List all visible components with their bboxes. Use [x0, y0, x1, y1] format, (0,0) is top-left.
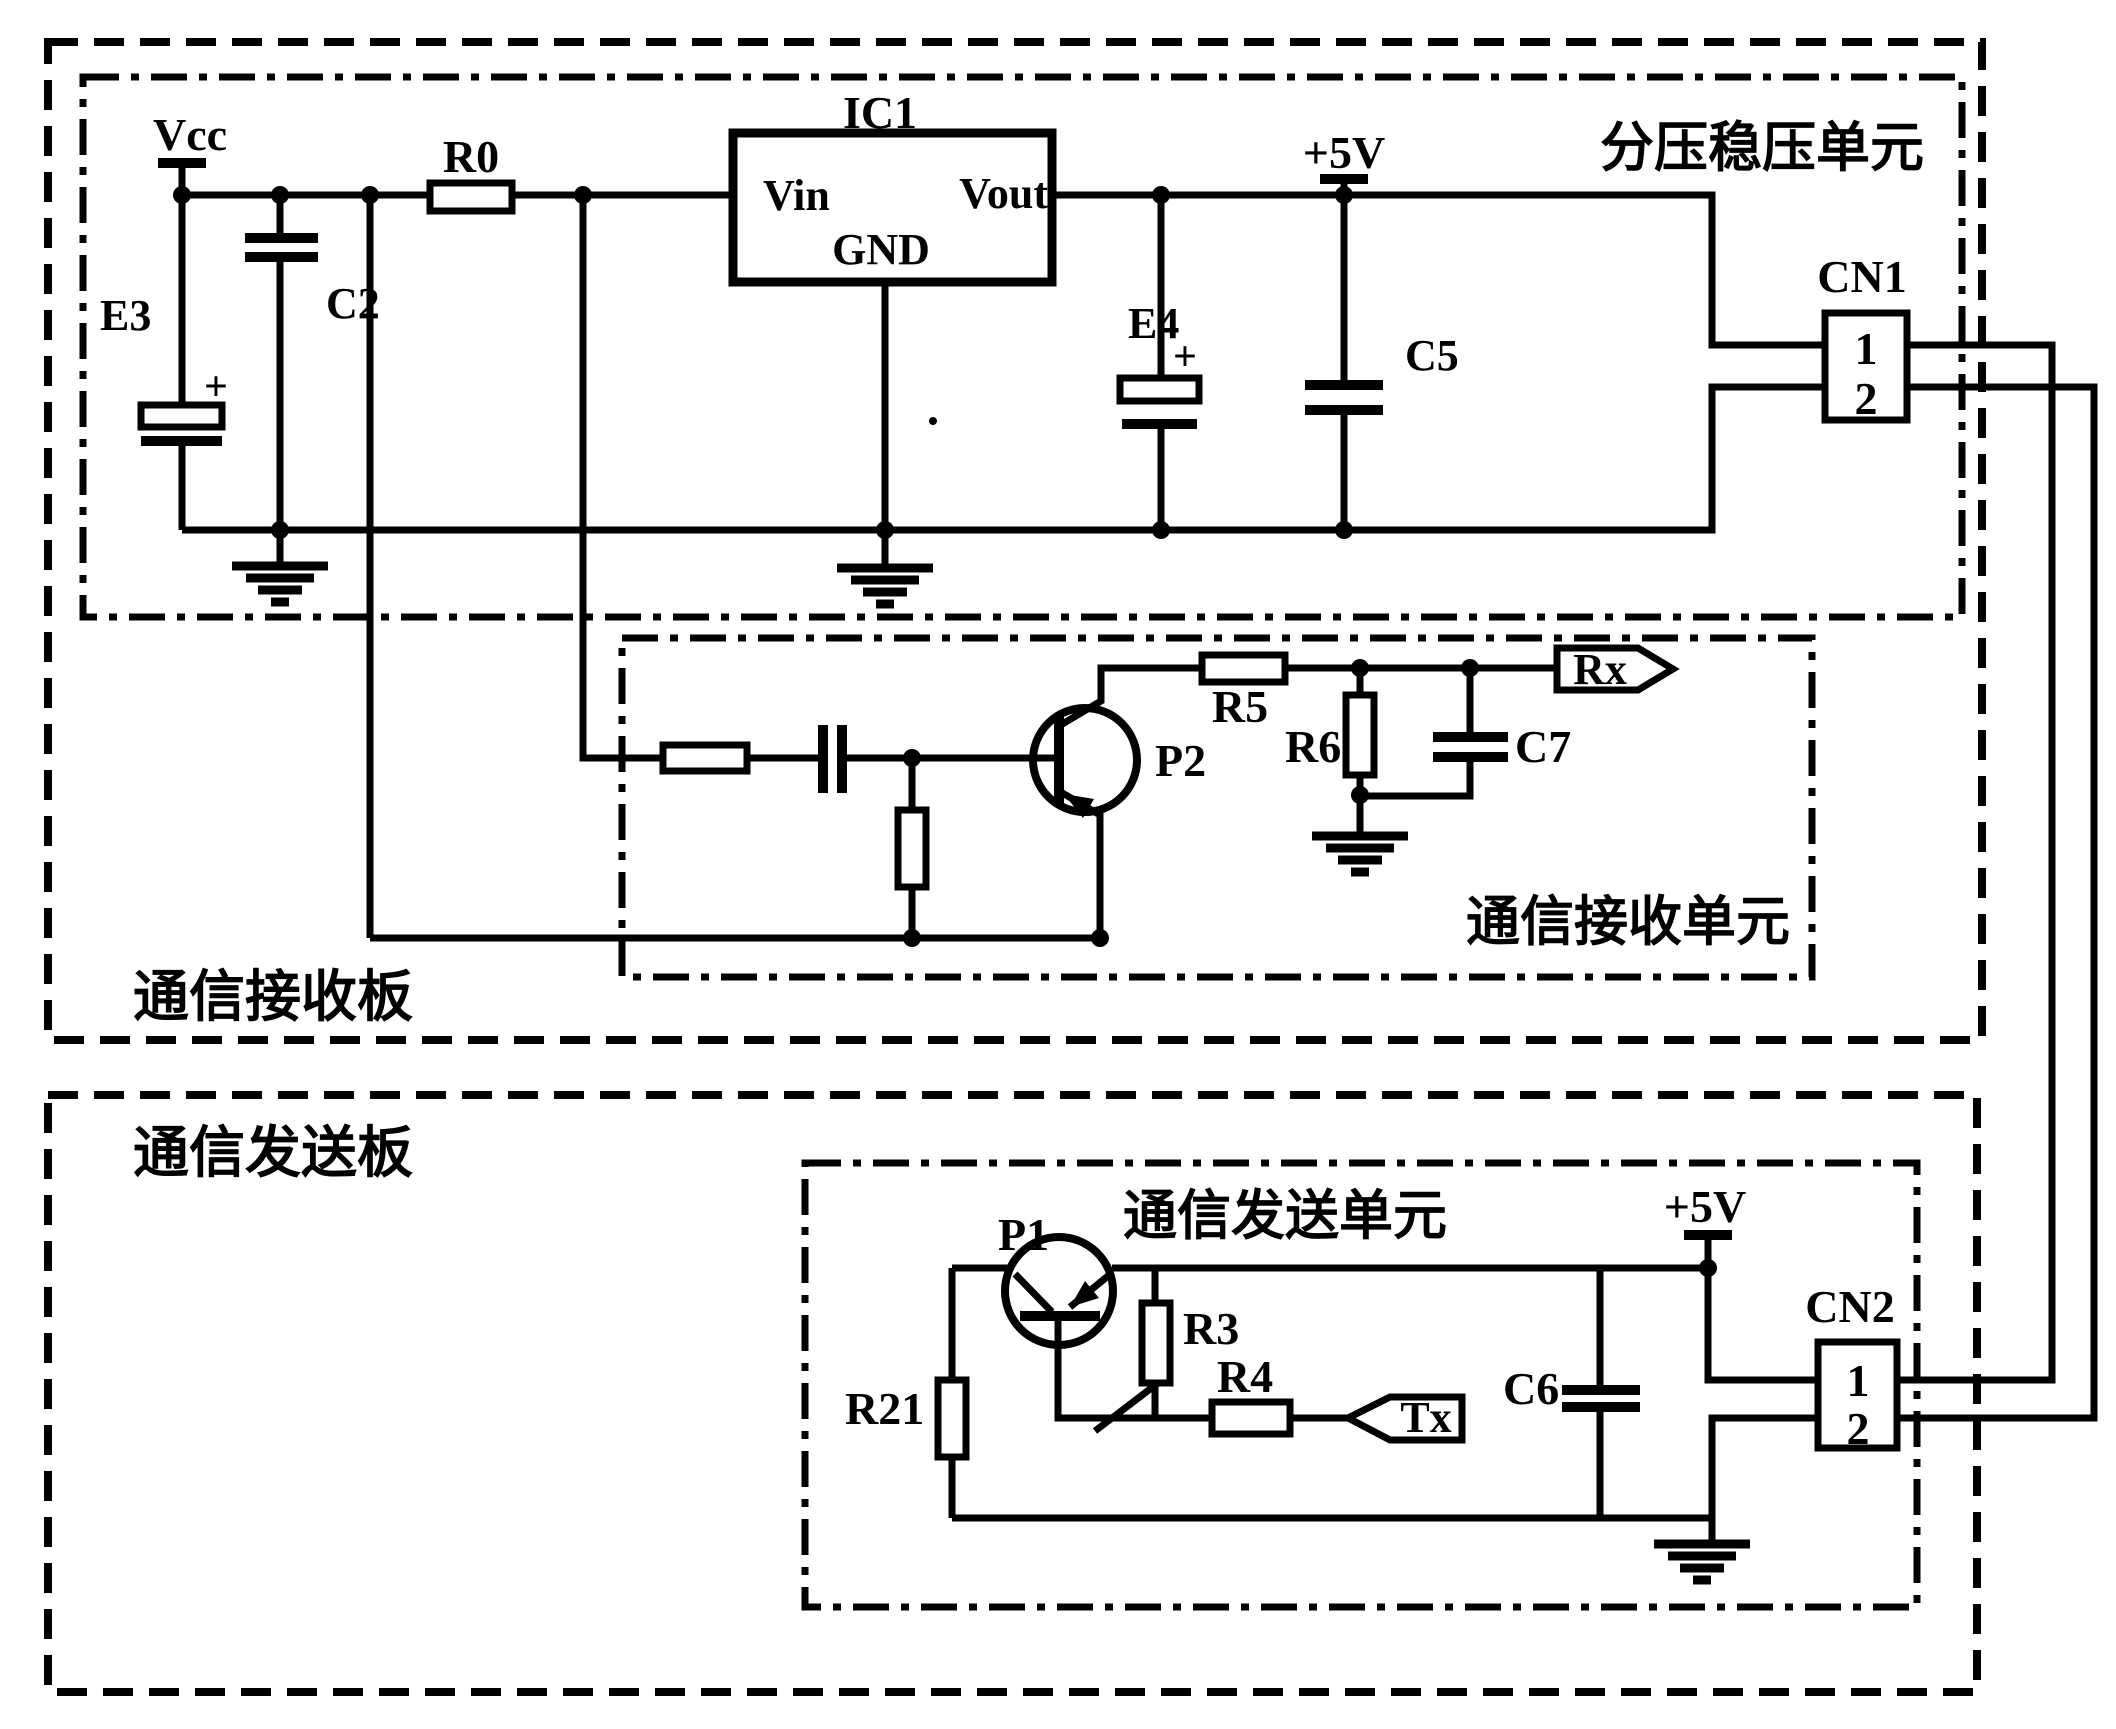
- regulator-unit-title: 分压稳压单元: [1600, 118, 1924, 178]
- wire-p1-collector-diagonal: [1012, 1271, 1055, 1315]
- r0-label: R0: [443, 131, 499, 182]
- plus5v-bottom-label: +5V: [1664, 1181, 1746, 1232]
- ic1-vin-label: Vin: [763, 171, 830, 220]
- wire-cn1-cn2-link-1: [1897, 341, 2056, 1384]
- wire-p2-collector-row: [1057, 664, 1557, 730]
- wire-c7-stems: [1360, 668, 1474, 800]
- junction-dot: [903, 749, 921, 767]
- resistor-r21: [934, 1376, 970, 1461]
- resistor-r5: [1198, 651, 1289, 686]
- transmitter-board-border: [44, 1091, 1981, 1696]
- junction-dot: [1091, 929, 1109, 947]
- r5-label: R5: [1212, 681, 1268, 732]
- wire-cn2-pin2-to-ground: [1708, 1414, 1818, 1544]
- p1-emitter-arrow: [1070, 1281, 1099, 1307]
- tx-label: Tx: [1400, 1393, 1451, 1442]
- junction-dot: [361, 186, 379, 204]
- r6-label: R6: [1285, 721, 1341, 772]
- r4-label: R4: [1217, 1351, 1273, 1402]
- vcc-label: Vcc: [153, 109, 227, 160]
- ground-symbol-c2: [232, 530, 328, 607]
- print-artifact-dot: [929, 417, 937, 425]
- transistor-p2-body: [1029, 704, 1141, 816]
- transmitter-board-title: 通信发送板: [133, 1123, 413, 1185]
- tx-port-tag: [1340, 1393, 1466, 1444]
- ic1-gnd-label: GND: [832, 225, 930, 274]
- rx-label: Rx: [1573, 645, 1627, 694]
- p2-label: P2: [1155, 735, 1206, 786]
- junction-dot: [574, 186, 592, 204]
- regulator-unit-border: [79, 73, 1966, 621]
- cn1-label: CN1: [1817, 251, 1906, 302]
- ground-symbol-ic1: [837, 563, 933, 609]
- resistor-r3: [1138, 1299, 1174, 1387]
- p2-emitter-arrow: [1064, 794, 1094, 818]
- e4-label: E4: [1128, 299, 1179, 348]
- receiver-input-resistor: [659, 741, 751, 775]
- wire-cn1-cn2-link-2: [1897, 383, 2098, 1422]
- transistor-p1-body: [1001, 1233, 1117, 1349]
- cn1-pin2-label: 2: [1855, 373, 1878, 424]
- junction-dot: [1335, 521, 1353, 539]
- junction-dot: [1335, 186, 1353, 204]
- junction-dot: [173, 186, 191, 204]
- r3-label: R3: [1183, 1303, 1239, 1354]
- c6-label: C6: [1503, 1363, 1559, 1414]
- junction-dot: [903, 929, 921, 947]
- junction-dot: [1152, 521, 1170, 539]
- e4-plus-sign: +: [1173, 334, 1197, 380]
- diagonal-stroke: [1092, 1380, 1161, 1434]
- capacitor-e3-positive-plate: [137, 401, 226, 431]
- receiver-bias-resistor: [894, 806, 930, 891]
- junction-dot: [1351, 786, 1369, 804]
- junction-dot: [1152, 186, 1170, 204]
- junction-dot: [1699, 1259, 1717, 1277]
- wire-bottom-rail-to-cn1-pin2: [182, 383, 1825, 534]
- p1-label: P1: [998, 1209, 1049, 1260]
- resistor-r6: [1342, 691, 1378, 779]
- receiver-unit-title: 通信接收单元: [1466, 892, 1790, 952]
- connector-cn1: [1821, 309, 1911, 424]
- transmitter-unit-title: 通信发送单元: [1123, 1186, 1447, 1246]
- junction-dot: [271, 186, 289, 204]
- cn2-label: CN2: [1805, 1281, 1894, 1332]
- resistor-r0: [426, 179, 516, 215]
- receiver-board-title: 通信接收板: [133, 967, 413, 1029]
- receiver-unit-border: [618, 634, 1816, 981]
- rx-port-tag: [1553, 644, 1680, 694]
- cn2-pin1-label: 1: [1847, 1355, 1870, 1406]
- ic1-vout-label: Vout: [959, 169, 1048, 218]
- ground-symbol-r6: [1312, 831, 1408, 877]
- cn1-pin1-label: 1: [1855, 323, 1878, 374]
- resistor-r4: [1208, 1398, 1294, 1438]
- c5-label: C5: [1405, 331, 1459, 380]
- ic1-body: [728, 128, 1057, 287]
- transmitter-unit-border: [801, 1159, 1921, 1611]
- junction-dot: [1351, 659, 1369, 677]
- connector-cn2: [1814, 1338, 1901, 1452]
- cn2-pin2-label: 2: [1847, 1403, 1870, 1454]
- c7-label: C7: [1515, 721, 1571, 772]
- junction-dot: [271, 521, 289, 539]
- wire-5v-to-cn2-pin1: [1704, 1268, 1818, 1384]
- receiver-board-border: [44, 38, 1986, 1044]
- junction-dot: [1461, 659, 1479, 677]
- c2-label: C2: [326, 279, 380, 328]
- ground-symbol-cn2: [1654, 1539, 1750, 1585]
- junction-dot: [876, 521, 894, 539]
- plus5v-top-label: +5V: [1303, 127, 1385, 178]
- r21-label: R21: [845, 1383, 924, 1434]
- capacitor-e4-positive-plate: [1116, 374, 1203, 405]
- e3-label: E3: [100, 291, 151, 340]
- e3-plus-sign: +: [204, 364, 228, 410]
- ic1-label: IC1: [843, 87, 917, 138]
